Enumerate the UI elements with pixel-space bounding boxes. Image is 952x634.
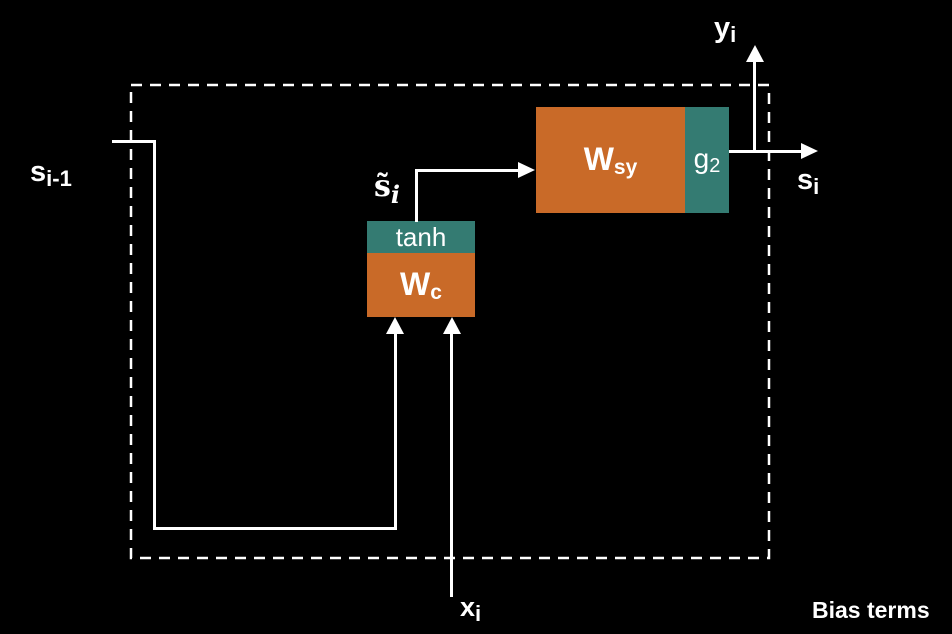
recurrent-line-bottom	[153, 527, 397, 530]
elbow-arrowhead-icon	[518, 162, 535, 178]
g2-box: g2	[685, 107, 729, 213]
y-output-line	[753, 61, 756, 152]
s-prev-label: si-1	[30, 158, 72, 190]
y-output-label: yi	[714, 14, 736, 46]
s-tilde-base: s̃	[374, 169, 391, 204]
y-output-sub: i	[730, 22, 737, 47]
tanh-box: tanh	[367, 221, 475, 253]
elbow-line-vertical	[415, 170, 418, 222]
elbow-line-horizontal	[415, 169, 518, 172]
recurrent-line-up	[394, 332, 397, 528]
tanh-label: tanh	[395, 222, 447, 252]
g2-sub: 2	[709, 154, 721, 177]
y-output-base: y	[714, 12, 731, 44]
s-tilde-sub: i	[390, 180, 401, 209]
x-input-line	[450, 332, 453, 597]
wsy-base: W	[583, 140, 614, 177]
s-tilde-label: s̃i	[374, 172, 400, 207]
wc-box: Wc	[367, 253, 475, 317]
wsy-label: Wsy	[584, 143, 638, 178]
wc-label: Wc	[400, 268, 442, 303]
wsy-sub: sy	[613, 155, 638, 179]
s-output-arrowhead-icon	[801, 143, 818, 159]
s-prev-line-horizontal	[112, 140, 156, 143]
g2-base: g	[693, 142, 710, 174]
bias-terms-note: Bias terms	[812, 597, 930, 623]
s-output-label: si	[797, 166, 819, 198]
y-output-arrowhead-icon	[746, 45, 764, 62]
wsy-box: Wsy	[536, 107, 685, 213]
s-prev-line-vertical	[153, 140, 156, 530]
recurrent-arrowhead-icon	[386, 317, 404, 334]
wc-base: W	[400, 265, 431, 302]
s-output-sub: i	[813, 174, 820, 199]
s-prev-sub: i-1	[46, 166, 72, 191]
x-input-label: xi	[460, 594, 481, 625]
s-output-base: s	[797, 164, 814, 196]
wc-sub: c	[430, 280, 442, 304]
s-prev-base: s	[30, 156, 47, 188]
x-input-sub: i	[475, 601, 482, 626]
s-output-line	[729, 150, 801, 153]
x-input-arrowhead-icon	[443, 317, 461, 334]
g2-label: g2	[693, 142, 721, 177]
x-input-base: x	[460, 592, 476, 622]
